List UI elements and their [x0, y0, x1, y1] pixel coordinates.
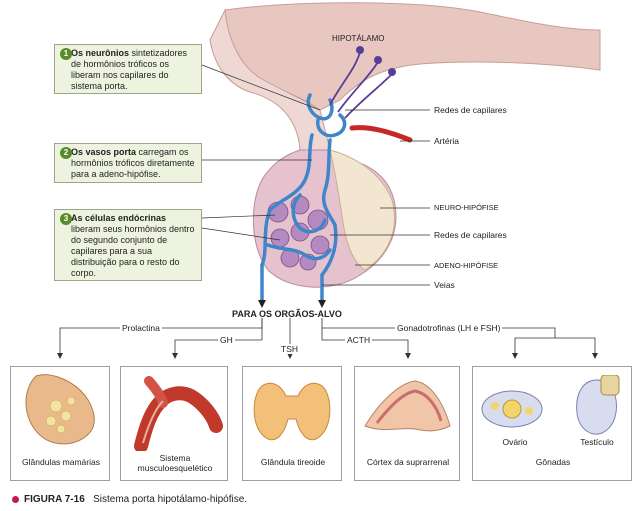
callout-badge-2: 2	[60, 147, 72, 159]
muscle-icon	[134, 376, 223, 451]
organ-box-mamarias: Glândulas mamárias	[10, 366, 110, 481]
callout-1: Os neurônios sintetizadores de hormônios…	[54, 44, 202, 94]
label-veias: Veias	[434, 280, 455, 290]
callout-2-text: carregam os hormônios tróficos diretamen…	[71, 147, 195, 179]
caption-figure: FIGURA 7-16	[24, 494, 85, 505]
callout-1-bold: Os neurônios	[71, 48, 130, 58]
organ-box-tireoide: Glândula tireoide	[242, 366, 342, 481]
hormone-acth: ACTH	[345, 335, 373, 345]
organ-box-musculo: Sistema musculoesquelético	[120, 366, 228, 481]
hormone-tsh: TSH	[280, 344, 299, 354]
label-para-orgaos: PARA OS ORGÃOS-ALVO	[232, 309, 342, 319]
label-neuro-hipofise: NEURO-HIPÓFISE	[434, 203, 499, 212]
organ-label-musculo: Sistema musculoesquelético	[137, 453, 213, 473]
callout-badge-1: 1	[60, 48, 72, 60]
hormone-gonadotrofinas: Gonadotrofinas (LH e FSH)	[395, 323, 503, 333]
callout-3-text: liberam seus hormônios dentro do segundo…	[71, 224, 195, 278]
down-arrows	[258, 300, 326, 308]
testis-icon	[576, 375, 620, 435]
breast-icon	[25, 374, 95, 445]
hormone-prolactina: Prolactina	[120, 323, 162, 333]
callout-3-bold: As células endócrinas	[71, 213, 167, 223]
organ-label-gonadas: Gônadas	[535, 457, 571, 467]
artery	[349, 125, 413, 143]
organ-label-testiculo: Testículo	[580, 437, 614, 447]
organ-box-gonadas: Ovário Testículo Gônadas	[472, 366, 632, 481]
organ-label-ovario: Ovário	[502, 437, 528, 447]
callout-2: Os vasos porta carregam os hormônios tró…	[54, 143, 202, 183]
organ-box-suprarrenal: Córtex da suprarrenal	[354, 366, 460, 481]
callout-badge-3: 3	[60, 213, 72, 225]
ovary-icon	[481, 390, 543, 428]
adrenal-icon	[364, 380, 451, 432]
organ-label-tireoide: Glândula tireoide	[260, 457, 326, 467]
callout-1-text: sintetizadores de hormônios tróficos os …	[71, 48, 188, 91]
organ-label-mamarias: Glândulas mamárias	[22, 457, 100, 467]
portal-vessels	[260, 93, 347, 302]
neurohypophysis	[329, 149, 395, 271]
caption-dot	[12, 495, 19, 503]
hormone-tree	[57, 318, 598, 359]
label-hipotalamo: HIPOTÁLAMO	[332, 34, 385, 43]
label-redes-capilares-2: Redes de capilares	[434, 230, 507, 240]
label-adeno-hipofise: ADENO-HIPÓFISE	[434, 261, 499, 270]
caption-title: Sistema porta hipotálamo-hipófise.	[93, 494, 248, 505]
label-arteria: Artéria	[434, 136, 460, 146]
pituitary-illustration	[201, 2, 601, 308]
organ-label-suprarrenal: Córtex da suprarrenal	[366, 457, 450, 467]
label-redes-capilares-1: Redes de capilares	[434, 105, 507, 115]
callout-3: As células endócrinas liberam seus hormô…	[54, 209, 202, 281]
hormone-gh: GH	[218, 335, 235, 345]
figure-caption: FIGURA 7-16 Sistema porta hipotálamo-hip…	[12, 494, 247, 505]
neurons	[329, 51, 393, 119]
thyroid-icon	[253, 382, 331, 441]
callout-2-bold: Os vasos porta	[71, 147, 137, 157]
